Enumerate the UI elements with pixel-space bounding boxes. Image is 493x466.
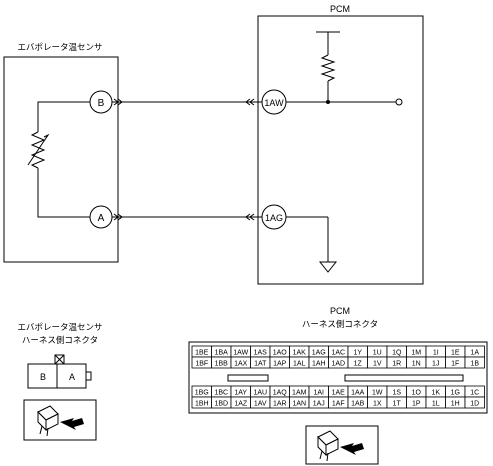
- sensor-connector-title-2: ハーネス側コネクタ: [22, 335, 98, 345]
- pcm-pin-label: 1BE: [195, 349, 209, 356]
- pcm-connector-title-2: ハーネス側コネクタ: [302, 319, 378, 329]
- pcm-pin-label: 1P: [412, 400, 421, 407]
- pcm-pin-label: 1AP: [273, 360, 287, 367]
- pcm-pin-label: 1I: [433, 349, 439, 356]
- pcm-pin-label: 1AN: [292, 400, 306, 407]
- pcm-pin-label: 1L: [432, 400, 440, 407]
- pcm-pin-label: 1O: [412, 389, 422, 396]
- pcm-pin-label: 1AL: [293, 360, 306, 367]
- junction-dot: [326, 100, 330, 104]
- pcm-pin-label: 1W: [372, 389, 383, 396]
- pcm-pin-label: 1BA: [215, 349, 229, 356]
- pcm-pin-label: 1G: [451, 389, 460, 396]
- sensor-pin-b: B: [40, 372, 46, 382]
- pcm-pin-label: 1AX: [234, 360, 248, 367]
- pcm-pin-label: 1R: [392, 360, 401, 367]
- pcm-pin-label: 1Y: [353, 349, 362, 356]
- pcm-pin-label: 1AR: [273, 400, 287, 407]
- pcm-terminal-1ag-label: 1AG: [265, 213, 283, 223]
- pcm-pin-label: 1AF: [332, 400, 345, 407]
- sensor-terminal-b-label: B: [98, 98, 105, 109]
- pcm-pin-label: 1Z: [354, 360, 363, 367]
- pcm-pin-label: 1AK: [293, 349, 307, 356]
- pcm-pin-label: 1AA: [351, 389, 365, 396]
- pcm-pin-label: 1H: [451, 400, 460, 407]
- thermistor: [27, 101, 90, 218]
- wire-a-1ag: [112, 213, 263, 221]
- pcm-pin-label: 1AZ: [234, 400, 248, 407]
- pcm-pin-label: 1AW: [233, 349, 248, 356]
- sensor-box: [3, 56, 119, 263]
- pcm-pin-label: 1N: [412, 360, 421, 367]
- pcm-pin-label: 1E: [451, 349, 460, 356]
- pcm-pin-label: 1AU: [253, 389, 267, 396]
- pcm-pin-label: 1M: [411, 349, 421, 356]
- pcm-pin-label: 1A: [470, 349, 479, 356]
- pcm-pin-label: 1BB: [215, 360, 229, 367]
- pcm-pin-label: 1AE: [332, 389, 346, 396]
- pcm-pin-label: 1U: [373, 349, 382, 356]
- pcm-pin-label: 1BD: [214, 400, 228, 407]
- pcm-pin-label: 1C: [470, 389, 479, 396]
- pcm-connector-plug-icon: [305, 425, 379, 465]
- pcm-pin-label: 1BC: [214, 389, 228, 396]
- pcm-pin-label: 1AJ: [313, 400, 325, 407]
- pcm-pin-label: 1BF: [195, 360, 208, 367]
- pcm-pin-label: 1B: [470, 360, 479, 367]
- pcm-box: [257, 15, 424, 285]
- pcm-pin-label: 1F: [451, 360, 459, 367]
- pcm-pin-label: 1AS: [254, 349, 268, 356]
- pcm-pin-label: 1J: [432, 360, 439, 367]
- open-terminal: [395, 98, 403, 106]
- sensor-terminal-a-label: A: [98, 213, 105, 224]
- pcm-pin-label: 1S: [392, 389, 401, 396]
- pcm-pin-label: 1AG: [312, 349, 326, 356]
- pcm-pin-label: 1AT: [254, 360, 267, 367]
- connector-plug-icon: [23, 399, 97, 441]
- pcm-pin-label: 1AV: [254, 400, 267, 407]
- pcm-pin-label: 1BG: [195, 389, 209, 396]
- sensor-connector: [27, 354, 92, 389]
- sensor-title: エバポレータ温センサ: [17, 42, 102, 52]
- pcm-pin-label: 1AB: [351, 400, 365, 407]
- pcm-pin-label: 1Q: [392, 349, 402, 356]
- pcm-title: PCM: [330, 4, 350, 14]
- pcm-pin-label: 1D: [470, 400, 479, 407]
- pcm-pin-label: 1BH: [195, 400, 209, 407]
- pcm-terminal-1aw-label: 1AW: [264, 98, 284, 108]
- pcm-pin-label: 1AI: [313, 389, 324, 396]
- pcm-pin-cell: [464, 396, 485, 409]
- pcm-pin-label: 1T: [393, 400, 402, 407]
- sensor-connector-title-1: エバポレータ温センサ: [17, 322, 102, 332]
- pcm-pin-label: 1AY: [234, 389, 247, 396]
- pcm-pin-label: 1AH: [312, 360, 326, 367]
- pcm-connector-title-1: PCM: [330, 306, 350, 316]
- pcm-pin-label: 1V: [373, 360, 382, 367]
- pcm-pin-label: 1AD: [331, 360, 345, 367]
- pcm-pin-label: 1X: [373, 400, 382, 407]
- pcm-pin-label: 1AQ: [273, 389, 288, 396]
- pcm-pin-label: 1K: [431, 389, 440, 396]
- pcm-pin-grid: 1BE 1BA 1AW 1AS 1AO 1AK 1AG 1AC 1Y 1U 1Q 1M 1I 1E 1A 1B…: [191, 345, 485, 409]
- wire-b-1aw: [112, 98, 263, 106]
- pcm-pin-label: 1AC: [331, 349, 345, 356]
- pcm-internal-circuit: [286, 31, 396, 273]
- pcm-pin-label: 1AM: [292, 389, 307, 396]
- sensor-pin-a: A: [69, 372, 75, 382]
- pcm-pin-cell: [464, 356, 485, 369]
- pcm-pin-label: 1AO: [273, 349, 288, 356]
